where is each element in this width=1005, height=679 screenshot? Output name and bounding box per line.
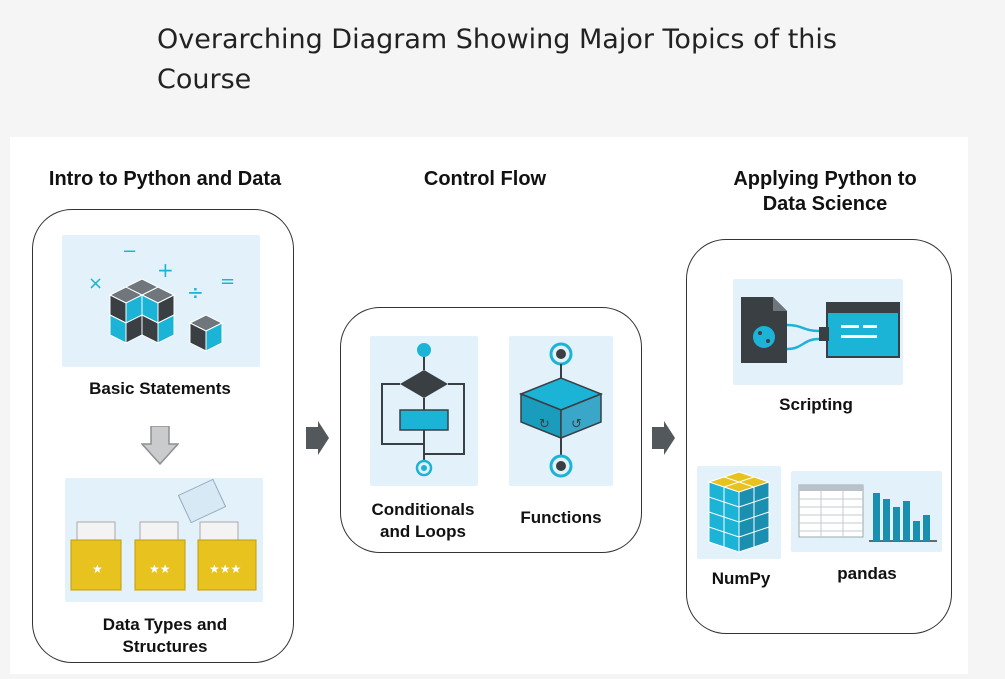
svg-text:★★: ★★ — [149, 562, 171, 576]
scripting-label: Scripting — [779, 395, 853, 414]
functions-illustration: ↻ ↺ — [509, 336, 613, 486]
svg-text:↺: ↺ — [571, 417, 582, 432]
applying-column-title: Applying Python to Data Science — [700, 167, 950, 217]
data-types-illustration: ★ ★★ ★★★ — [65, 478, 263, 602]
numpy-label: NumPy — [711, 569, 771, 588]
svg-text:×: × — [88, 273, 103, 294]
basic-statements-illustration: − + × ÷ = — [62, 235, 260, 367]
pandas-label: pandas — [837, 564, 897, 583]
right-arrow-icon-1 — [306, 421, 329, 455]
svg-text:÷: ÷ — [187, 280, 204, 304]
svg-text:★★★: ★★★ — [209, 562, 241, 576]
conditionals-label: Conditionals and Loops — [355, 499, 491, 543]
data-types-label-line2: Structures — [122, 637, 208, 656]
conditionals-label-line2: and Loops — [380, 522, 466, 541]
applying-title-line1: Applying Python to — [733, 168, 917, 190]
functions-label: Functions — [520, 508, 602, 527]
svg-text:−: − — [122, 241, 137, 262]
numpy-illustration — [697, 466, 781, 559]
pandas-illustration — [791, 471, 942, 552]
svg-text:+: + — [157, 258, 174, 282]
scripting-illustration — [733, 279, 903, 385]
control-flow-column-title: Control Flow — [423, 168, 547, 190]
right-arrow-icon-2 — [652, 421, 675, 455]
data-types-label-line1: Data Types and — [102, 615, 228, 634]
intro-column-title: Intro to Python and Data — [48, 168, 282, 190]
svg-text:↻: ↻ — [539, 417, 550, 432]
basic-statements-label: Basic Statements — [89, 379, 231, 398]
page-title: Overarching Diagram Showing Major Topics… — [157, 24, 837, 95]
svg-text:=: = — [220, 271, 235, 292]
conditionals-label-line1: Conditionals — [371, 500, 475, 519]
applying-title-line2: Data Science — [762, 193, 888, 215]
svg-text:★: ★ — [92, 562, 103, 576]
data-types-label: Data Types and Structures — [62, 614, 268, 658]
conditionals-illustration — [370, 336, 478, 486]
down-arrow-icon — [141, 426, 179, 466]
